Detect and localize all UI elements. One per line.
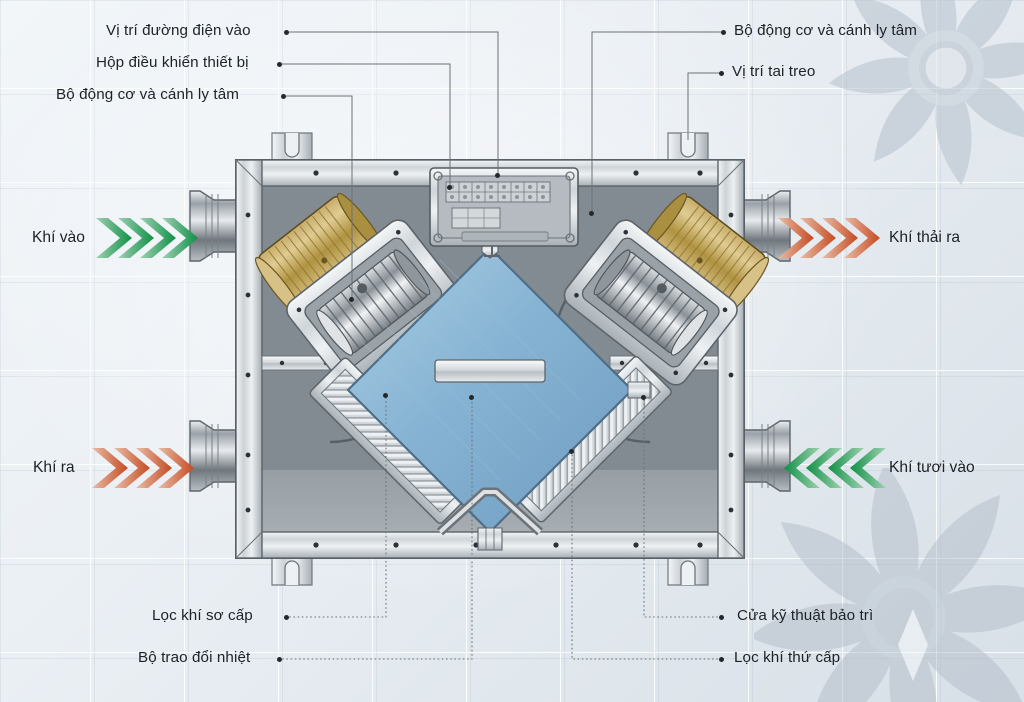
terminal-block xyxy=(445,181,551,203)
callout-label-heat-exchanger: Bộ trao đổi nhiệt xyxy=(138,649,251,666)
power-entry-conduit xyxy=(484,246,500,257)
anchor-dot-primary-filter xyxy=(383,393,388,398)
callout-dot-heat-exchanger xyxy=(277,656,282,662)
callout-label-motor-left: Bộ động cơ và cánh ly tâm xyxy=(56,86,239,103)
centrifugal-fan-right xyxy=(563,219,738,386)
callout-dot-motor-right xyxy=(721,29,726,35)
callout-label-hanger: Vị trí tai treo xyxy=(732,63,816,80)
airflow-label-return-out: Khí ra xyxy=(33,459,75,476)
callout-label-access-door: Cửa kỹ thuật bảo trì xyxy=(737,607,874,624)
control-box[interactable] xyxy=(429,167,579,247)
airflow-label-exhaust-out: Khí thải ra xyxy=(889,229,961,246)
callout-dot-power-entry xyxy=(284,29,289,35)
callout-label-motor-right: Bộ động cơ và cánh ly tâm xyxy=(734,22,917,39)
anchor-dot-access-door xyxy=(641,395,646,400)
duct-collar-top-left xyxy=(189,190,237,262)
anchor-dot-control-box xyxy=(447,185,452,190)
callout-label-control-box: Hộp điều khiển thiết bị xyxy=(96,54,249,71)
callout-dot-control-box xyxy=(277,61,282,67)
callout-dot-hanger xyxy=(719,70,724,76)
callout-label-secondary-filter: Lọc khí thứ cấp xyxy=(734,649,841,666)
airflow-label-supply-in: Khí vào xyxy=(32,229,85,246)
callout-dot-access-door xyxy=(719,614,724,620)
callout-label-primary-filter: Lọc khí sơ cấp xyxy=(152,607,253,624)
callout-label-power-entry: Vị trí đường điện vào xyxy=(106,22,251,39)
duct-collar-bottom-right xyxy=(743,420,791,492)
heat-exchanger-handle xyxy=(434,359,546,383)
relay-block xyxy=(451,207,501,229)
anchor-dot-motor-left xyxy=(349,297,354,302)
anchor-dot-power-entry xyxy=(495,173,500,178)
callout-dot-secondary-filter xyxy=(719,656,724,662)
anchor-dot-heat-exchanger xyxy=(469,395,474,400)
callout-dot-motor-left xyxy=(281,93,286,99)
airflow-label-fresh-in: Khí tươi vào xyxy=(889,459,975,476)
duct-collar-bottom-left xyxy=(189,420,237,492)
anchor-dot-motor-right xyxy=(589,211,594,216)
callout-dot-primary-filter xyxy=(284,614,289,620)
anchor-dot-secondary-filter xyxy=(569,449,574,454)
